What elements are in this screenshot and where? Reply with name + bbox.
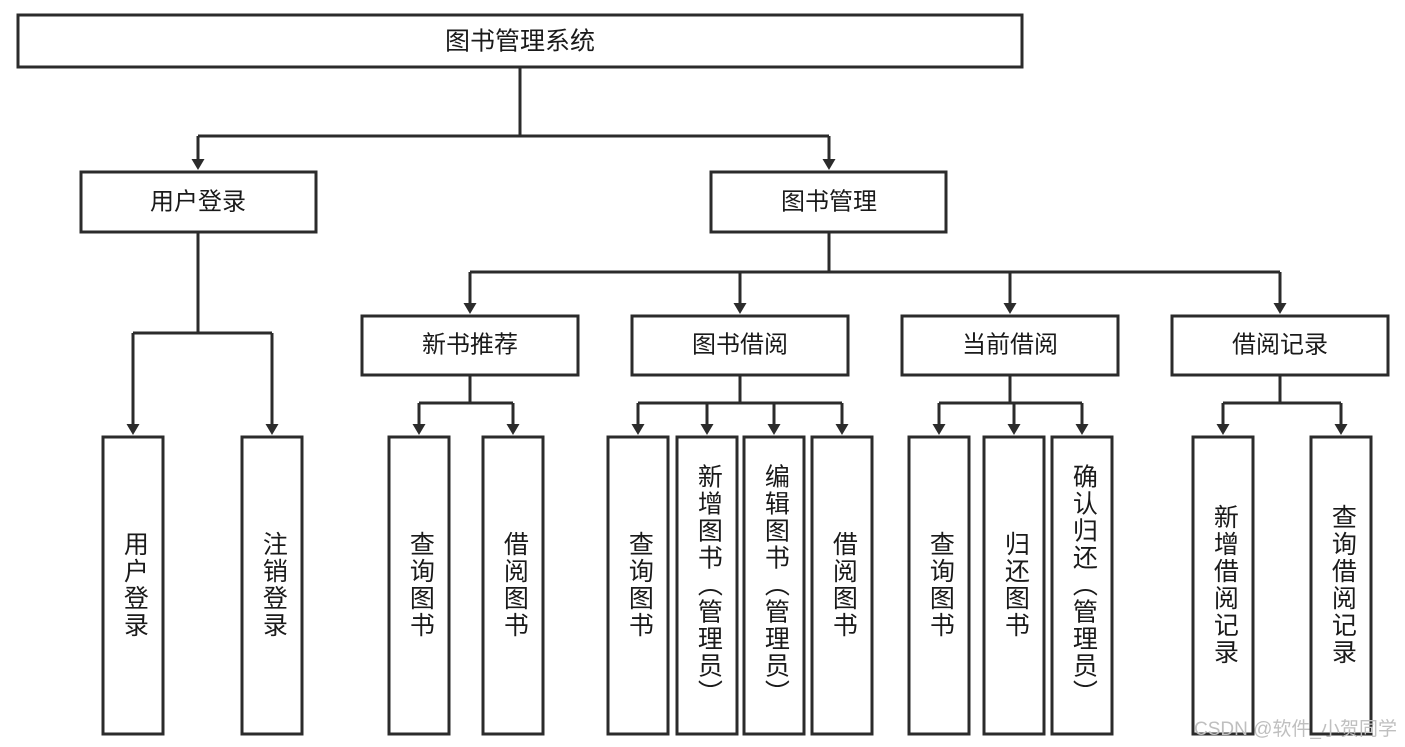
node-leaf-logout[interactable]: 注销登录: [240, 435, 304, 736]
leaf-query-book-2-box[interactable]: [606, 435, 670, 736]
leaf-query-book-1-label: 查询图书: [406, 531, 435, 639]
leaf-return-book-label: 归还图书: [1001, 531, 1030, 639]
node-book-manage[interactable]: 图书管理: [709, 170, 948, 234]
current-borrow-box[interactable]: [900, 314, 1120, 377]
node-leaf-user-login[interactable]: 用户登录: [101, 435, 165, 736]
node-new-book-rec[interactable]: 新书推荐: [360, 314, 580, 377]
node-leaf-return-book[interactable]: 归还图书: [982, 435, 1046, 736]
node-leaf-borrow-book-2[interactable]: 借阅图书: [810, 435, 874, 736]
node-borrow-record[interactable]: 借阅记录: [1170, 314, 1390, 377]
node-leaf-edit-book[interactable]: 编辑图书（管理员）: [742, 435, 806, 736]
leaf-query-book-3-label: 查询图书: [926, 531, 955, 639]
leaf-logout-label: 注销登录: [259, 531, 288, 639]
leaf-borrow-book-2-box[interactable]: [810, 435, 874, 736]
borrow-record-label: 借阅记录: [1232, 331, 1328, 358]
node-leaf-query-book-2[interactable]: 查询图书: [606, 435, 670, 736]
node-root[interactable]: 图书管理系统: [16, 13, 1024, 69]
node-leaf-query-record[interactable]: 查询借阅记录: [1309, 435, 1373, 736]
borrow-record-box[interactable]: [1170, 314, 1390, 377]
leaf-add-record-box[interactable]: [1191, 435, 1255, 736]
book-borrow-box[interactable]: [630, 314, 850, 377]
leaf-confirm-return-label: 确认归还（管理员）: [1069, 464, 1098, 707]
leaf-borrow-book-2-label: 借阅图书: [829, 531, 858, 639]
leaf-add-book-label: 新增图书（管理员）: [694, 464, 723, 707]
current-borrow-label: 当前借阅: [962, 331, 1058, 358]
node-leaf-confirm-return[interactable]: 确认归还（管理员）: [1050, 435, 1114, 736]
leaf-user-login-label: 用户登录: [120, 531, 149, 639]
node-leaf-query-book-1[interactable]: 查询图书: [387, 435, 451, 736]
leaf-query-book-1-box[interactable]: [387, 435, 451, 736]
leaf-logout-box[interactable]: [240, 435, 304, 736]
node-leaf-borrow-book-1[interactable]: 借阅图书: [481, 435, 545, 736]
node-user-login[interactable]: 用户登录: [79, 170, 318, 234]
leaf-edit-book-label: 编辑图书（管理员）: [761, 464, 790, 707]
leaf-return-book-box[interactable]: [982, 435, 1046, 736]
node-leaf-query-book-3[interactable]: 查询图书: [907, 435, 971, 736]
book-manage-box[interactable]: [709, 170, 948, 234]
root-box[interactable]: [16, 13, 1024, 69]
new-book-rec-box[interactable]: [360, 314, 580, 377]
book-manage-label: 图书管理: [781, 188, 877, 215]
leaf-query-book-2-label: 查询图书: [625, 531, 654, 639]
leaf-borrow-book-1-box[interactable]: [481, 435, 545, 736]
book-borrow-label: 图书借阅: [692, 331, 788, 358]
node-leaf-add-record[interactable]: 新增借阅记录: [1191, 435, 1255, 736]
leaf-query-record-box[interactable]: [1309, 435, 1373, 736]
root-label: 图书管理系统: [445, 28, 595, 56]
leaf-query-book-3-box[interactable]: [907, 435, 971, 736]
connectors: [126, 67, 1348, 435]
leaf-add-book-box[interactable]: [675, 435, 739, 736]
node-book-borrow[interactable]: 图书借阅: [630, 314, 850, 377]
new-book-rec-label: 新书推荐: [422, 331, 518, 358]
leaf-user-login-box[interactable]: [101, 435, 165, 736]
user-login-label: 用户登录: [150, 188, 246, 215]
leaf-confirm-return-box[interactable]: [1050, 435, 1114, 736]
user-login-box[interactable]: [79, 170, 318, 234]
node-leaf-add-book[interactable]: 新增图书（管理员）: [675, 435, 739, 736]
node-current-borrow[interactable]: 当前借阅: [900, 314, 1120, 377]
leaf-borrow-book-1-label: 借阅图书: [500, 531, 529, 639]
leaf-edit-book-box[interactable]: [742, 435, 806, 736]
leaf-query-record-label: 查询借阅记录: [1328, 504, 1357, 666]
leaf-add-record-label: 新增借阅记录: [1210, 504, 1239, 666]
